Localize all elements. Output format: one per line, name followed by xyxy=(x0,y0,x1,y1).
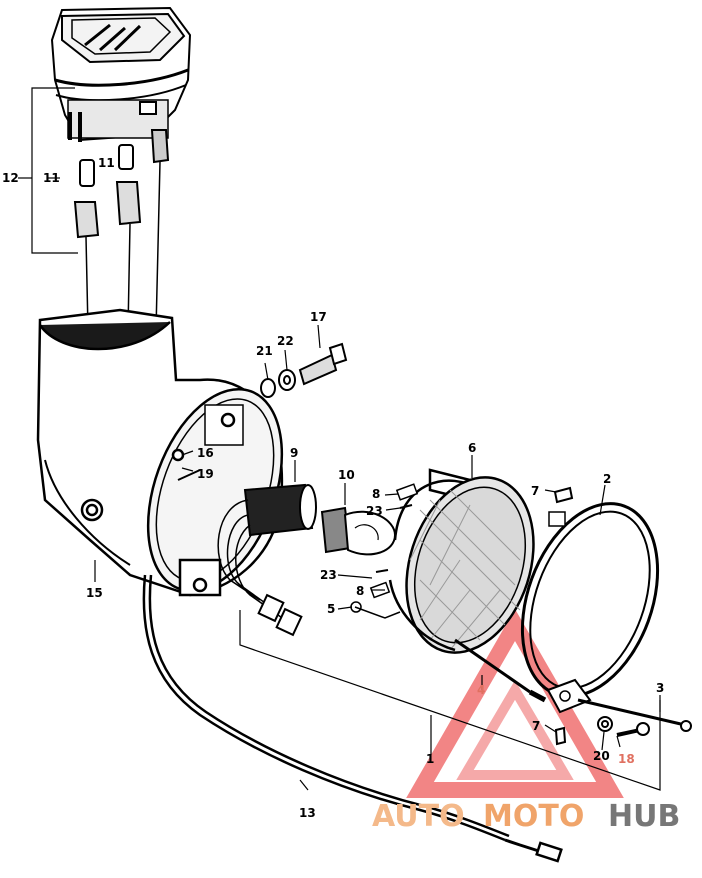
callout-5: 5 xyxy=(327,602,335,616)
callout-7b: 7 xyxy=(532,719,540,733)
callout-15: 15 xyxy=(86,586,103,600)
adjusting-screw xyxy=(454,638,547,703)
callout-21: 21 xyxy=(256,344,273,358)
watermark-auto: AUTO xyxy=(372,799,465,834)
headlight-bulb xyxy=(320,506,397,556)
callout-8b: 8 xyxy=(356,584,364,598)
leader-lines xyxy=(94,324,661,791)
callout-13: 13 xyxy=(299,806,316,820)
callout-18: 18 xyxy=(618,752,635,766)
callout-12-bracket xyxy=(18,87,78,254)
callout-23a: 23 xyxy=(366,504,383,518)
callout-3: 3 xyxy=(656,681,664,695)
headlight-case xyxy=(36,308,284,597)
callout-6: 6 xyxy=(468,441,476,455)
callout-19: 19 xyxy=(197,467,214,481)
callout-11b: 11 xyxy=(98,156,115,170)
watermark-text: AUTO MOTO HUB xyxy=(372,799,680,834)
bolt-and-washers xyxy=(260,342,348,398)
watermark-moto: MOTO xyxy=(483,799,584,834)
watermark-hub: HUB xyxy=(608,799,680,834)
callout-10: 10 xyxy=(338,468,355,482)
callout-labels: 1 2 3 4 5 6 7 7 8 8 9 10 11 11 12 13 15 … xyxy=(2,156,664,820)
callout-7a: 7 xyxy=(531,484,539,498)
indicator-bulbs xyxy=(73,129,170,331)
speedometer-assembly xyxy=(50,6,192,142)
mounting-clips xyxy=(350,483,419,619)
callout-9: 9 xyxy=(290,446,298,460)
callout-20: 20 xyxy=(593,749,610,763)
headlight-rim xyxy=(520,502,660,714)
callout-17: 17 xyxy=(310,310,327,324)
callout-4: 4 xyxy=(477,683,485,697)
callout-22: 22 xyxy=(277,334,294,348)
callout-16: 16 xyxy=(197,446,214,460)
sealed-beam-unit xyxy=(388,468,535,654)
callout-12: 12 xyxy=(2,171,19,185)
screws-and-washers xyxy=(553,486,692,746)
speedometer-cable xyxy=(142,574,563,863)
callout-8a: 8 xyxy=(372,487,380,501)
callout-11a: 11 xyxy=(43,171,60,185)
callout-1: 1 xyxy=(426,752,434,766)
callout-23b: 23 xyxy=(320,568,337,582)
bulb-socket xyxy=(217,483,317,637)
callout-2: 2 xyxy=(603,472,611,486)
